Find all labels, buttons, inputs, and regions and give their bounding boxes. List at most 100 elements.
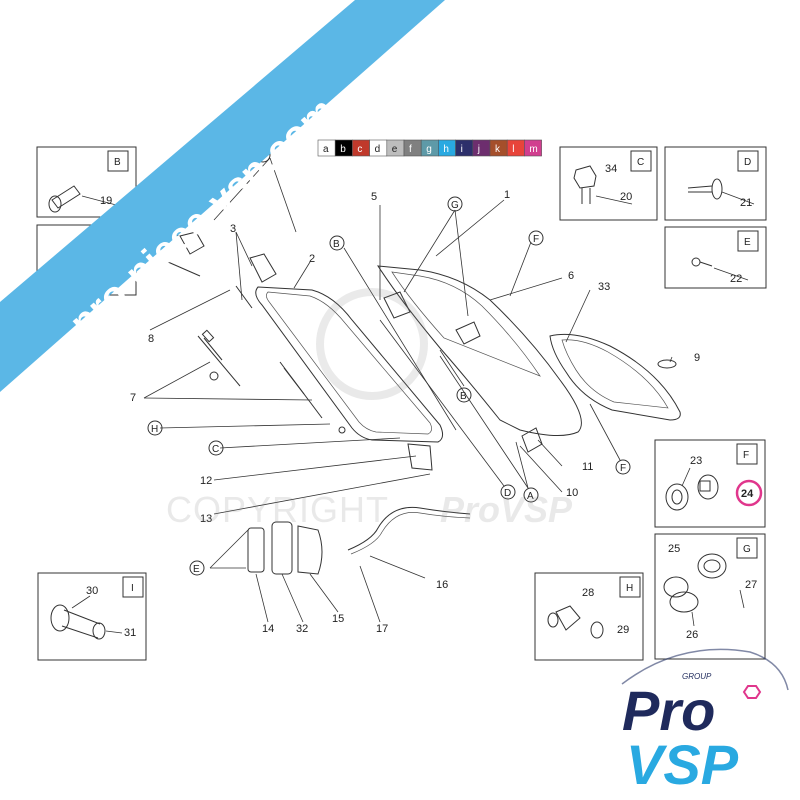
part-27: 27 — [745, 579, 757, 591]
swatch-j — [472, 139, 491, 157]
rear-window-panel — [377, 265, 582, 436]
svg-text:B: B — [333, 239, 340, 250]
logo-hexagon — [742, 685, 762, 699]
leader-lines — [143, 157, 673, 623]
gas-strut-2 — [279, 361, 323, 419]
provsp-logo: GROUP Pro VSP — [621, 648, 789, 796]
handle-trim — [247, 527, 265, 573]
ref-C: C — [208, 440, 224, 456]
svg-text:D: D — [744, 157, 751, 168]
callout-11: 11 — [582, 461, 593, 473]
tailgate-seal-inner — [266, 291, 432, 435]
svg-text:E: E — [193, 564, 200, 575]
tailgate-seal-frame — [255, 286, 444, 443]
swatch-m — [524, 139, 542, 157]
ref-A: A — [523, 487, 539, 503]
callout-13: 13 — [200, 513, 212, 525]
svg-text:A: A — [527, 491, 534, 502]
ref-D: D — [500, 484, 516, 500]
inset-G: G 25 27 26 — [654, 533, 766, 660]
svg-text:G: G — [743, 544, 751, 555]
swatch-label-i: i — [461, 144, 463, 155]
window-hinge-bracket — [383, 291, 411, 319]
part-29: 29 — [617, 624, 629, 636]
callout-14: 14 — [262, 623, 274, 635]
part-30: 30 — [86, 585, 98, 597]
gas-strut-1 — [197, 329, 241, 387]
ref-G: G — [447, 196, 463, 212]
hinge-left — [179, 231, 205, 255]
part-20: 20 — [620, 191, 632, 203]
inset-I: I 30 31 — [37, 572, 147, 661]
svg-text:E: E — [744, 237, 751, 248]
website-banner: pro-piece-vsp.com — [0, 0, 445, 392]
side-glass-inner — [561, 339, 669, 409]
inset-C: C 34 20 — [559, 146, 658, 221]
inset-E: E 22 — [664, 226, 767, 289]
svg-text:G: G — [451, 200, 459, 211]
svg-text:F: F — [620, 463, 626, 474]
part-22: 22 — [730, 273, 742, 285]
release-cable — [347, 506, 471, 551]
svg-text:C: C — [637, 157, 644, 168]
swatch-label-l: l — [512, 144, 514, 155]
swatch-i — [455, 139, 474, 157]
swatch-label-d: d — [375, 144, 381, 155]
svg-text:F: F — [533, 234, 539, 245]
strut-ball-joint — [209, 371, 219, 381]
ref-H: H — [147, 420, 163, 436]
ref-B-1: B — [329, 235, 345, 251]
callout-3: 3 — [230, 223, 236, 235]
svg-text:ProVSP: ProVSP — [440, 489, 573, 530]
svg-text:B: B — [460, 391, 467, 402]
swatch-l — [506, 139, 525, 157]
callout-6: 6 — [568, 270, 574, 282]
callout-8: 8 — [148, 333, 154, 345]
callout-10: 10 — [566, 487, 578, 499]
highlight-24 — [735, 479, 763, 507]
latch-assembly — [407, 443, 433, 471]
callout-32: 32 — [296, 623, 308, 635]
swatch-f — [403, 139, 422, 157]
callout-12: 12 — [200, 475, 212, 487]
svg-text:I: I — [131, 583, 134, 594]
ref-F-2: F — [615, 459, 631, 475]
svg-text:COPYRIGHT: COPYRIGHT — [166, 489, 389, 530]
callout-7: 7 — [130, 392, 136, 404]
inset-H: H 28 29 — [534, 572, 644, 661]
side-glass — [549, 333, 681, 421]
inset-F: F 23 24 — [654, 439, 766, 528]
part-21: 21 — [740, 197, 752, 209]
logo-vsp: VSP — [626, 733, 739, 796]
svg-text:F: F — [743, 450, 749, 461]
callout-1: 1 — [504, 189, 510, 201]
swatch-label-a: a — [323, 144, 329, 155]
svg-text:D: D — [504, 488, 511, 499]
swatch-label-k: k — [495, 144, 501, 155]
hinge-pin — [167, 261, 201, 277]
callout-9: 9 — [694, 352, 700, 364]
inset-D: D 21 — [664, 146, 767, 221]
part-24: 24 — [741, 488, 754, 500]
swatch-label-m: m — [529, 144, 537, 155]
number-plate-light — [297, 525, 323, 575]
strut-ball-joint-2 — [338, 426, 346, 434]
swatch-label-f: f — [409, 144, 412, 155]
release-cable-2 — [350, 512, 471, 555]
part-28: 28 — [582, 587, 594, 599]
logo-group: GROUP — [682, 672, 712, 681]
rear-window-glass — [391, 271, 541, 377]
swatch-label-j: j — [477, 144, 480, 155]
hinge-pin-2 — [235, 285, 253, 309]
callout-17: 17 — [376, 623, 388, 635]
part-25: 25 — [668, 543, 680, 555]
part-19: 19 — [100, 195, 112, 207]
part-31: 31 — [124, 627, 136, 639]
ref-B-2: B — [456, 387, 472, 403]
swatch-label-b: b — [340, 144, 346, 155]
svg-text:H: H — [151, 424, 158, 435]
